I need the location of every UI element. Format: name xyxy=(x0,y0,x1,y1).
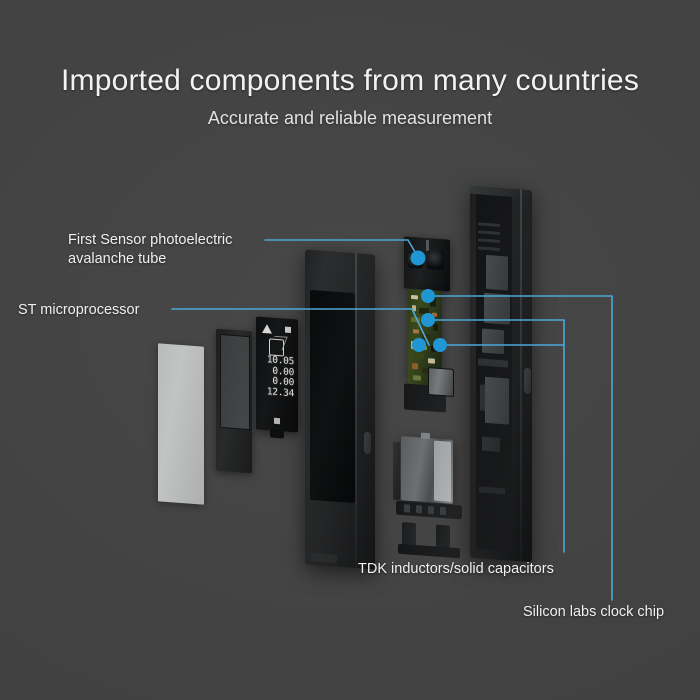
callout-label-sensor: First Sensor photoelectric avalanche tub… xyxy=(68,232,233,267)
callout-line-silicon xyxy=(559,295,613,601)
callout-line-st xyxy=(171,308,430,346)
callout-dot-sensor[interactable] xyxy=(410,250,426,266)
callout-dots xyxy=(410,250,447,352)
page-subtitle: Accurate and reliable measurement xyxy=(207,108,493,128)
callout-dot-st[interactable] xyxy=(412,338,426,352)
callout-line-sensor xyxy=(264,239,419,258)
page-title: Imported components from many countries xyxy=(60,64,640,97)
callout-dot-tdk-2[interactable] xyxy=(421,313,435,327)
callout-dot-tdk-1[interactable] xyxy=(421,289,435,303)
callout-dot-tdk-3[interactable] xyxy=(433,338,447,352)
callout-label-st: ST microprocessor xyxy=(18,302,140,318)
callout-label-silicon: Silicon labs clock chip xyxy=(523,604,665,620)
callout-label-tdk: TDK inductors/solid capacitors xyxy=(358,561,554,577)
